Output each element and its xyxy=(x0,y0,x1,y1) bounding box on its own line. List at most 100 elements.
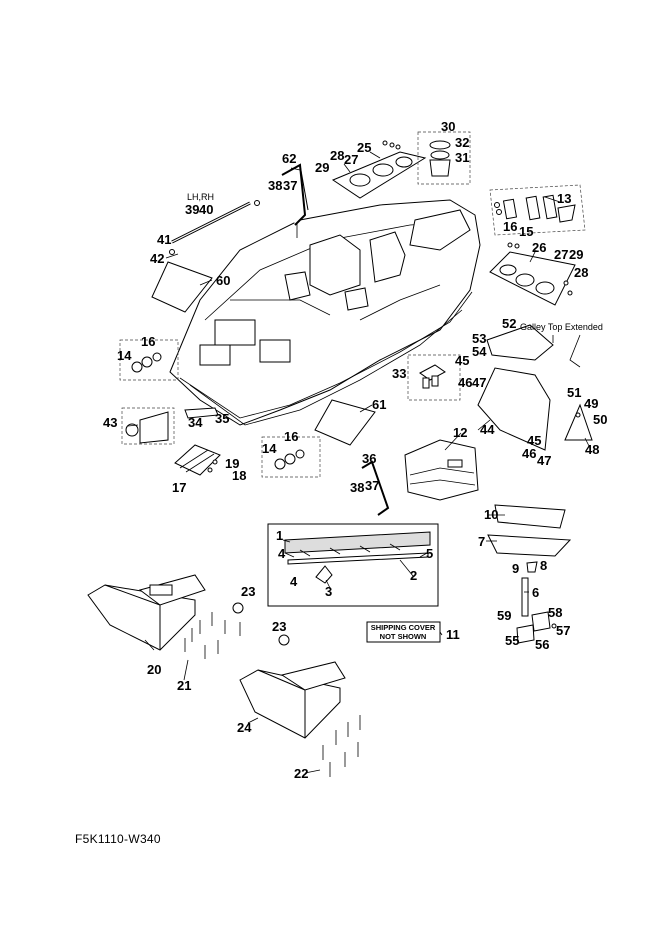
callout-14-lower: 14 xyxy=(262,441,277,456)
label-lhrh: LH,RH xyxy=(187,192,214,202)
callout-47-bottom: 47 xyxy=(537,453,551,468)
callout-34: 34 xyxy=(188,415,203,430)
callout-28-right: 28 xyxy=(574,265,588,280)
trim-tab-24 xyxy=(239,634,346,739)
bolts-21 xyxy=(184,612,241,659)
callout-30: 30 xyxy=(441,119,455,134)
clip-34-35 xyxy=(184,407,219,419)
cover-60 xyxy=(151,261,213,313)
callout-40: 40 xyxy=(199,202,213,217)
callout-1: 1 xyxy=(276,528,283,543)
callout-59: 59 xyxy=(497,608,511,623)
callout-37-top: 37 xyxy=(283,178,297,193)
callout-16-right: 16 xyxy=(503,219,517,234)
plate-10 xyxy=(494,504,566,529)
leader-lines xyxy=(127,151,591,774)
callout-23-lower: 23 xyxy=(272,619,286,634)
callout-28-top: 28 xyxy=(330,148,344,163)
callout-46-bottom: 46 xyxy=(522,446,536,461)
callout-62: 62 xyxy=(282,151,296,166)
callout-3: 3 xyxy=(325,584,332,599)
callout-53: 53 xyxy=(472,331,486,346)
fixture-14-16-lower xyxy=(261,436,321,478)
cup-holder-30-32 xyxy=(417,131,471,185)
callout-43: 43 xyxy=(103,415,117,430)
callout-7: 7 xyxy=(478,534,485,549)
cover-61 xyxy=(314,399,376,446)
fixture-14-16-upper xyxy=(119,339,179,381)
callout-14-upper: 14 xyxy=(117,348,132,363)
callout-50: 50 xyxy=(593,412,607,427)
callout-17: 17 xyxy=(172,480,186,495)
shipping-cover-note: SHIPPING COVER NOT SHOWN xyxy=(366,621,441,643)
callout-9: 9 xyxy=(512,561,519,576)
callout-38-top: 38 xyxy=(268,178,282,193)
callout-47-top: 47 xyxy=(472,375,486,390)
callout-45-bottom: 45 xyxy=(527,433,541,448)
switch-33 xyxy=(407,354,461,401)
callout-33: 33 xyxy=(392,366,406,381)
trim-tab-20 xyxy=(87,574,244,651)
bracket-set-13 xyxy=(489,184,586,236)
callout-29-top: 29 xyxy=(315,160,329,175)
callout-27-top: 27 xyxy=(344,152,358,167)
tray-25 xyxy=(331,140,427,199)
fixture-43 xyxy=(121,407,175,445)
callout-36: 36 xyxy=(362,451,376,466)
galley-44-52 xyxy=(477,324,581,451)
callout-39: 39 xyxy=(185,202,199,217)
callout-41: 41 xyxy=(157,232,171,247)
tray-26 xyxy=(489,242,576,306)
callout-2: 2 xyxy=(410,568,417,583)
callout-60: 60 xyxy=(216,273,230,288)
callout-4-upper: 4 xyxy=(278,546,286,561)
callout-42: 42 xyxy=(150,251,164,266)
figure-code: F5K1110-W340 xyxy=(75,832,161,846)
grab-rail-39-40 xyxy=(165,200,260,259)
callout-6: 6 xyxy=(532,585,539,600)
callout-55: 55 xyxy=(505,633,519,648)
shipping-cover-line1: SHIPPING COVER xyxy=(371,623,436,632)
callout-25: 25 xyxy=(357,140,371,155)
fitting-55-58 xyxy=(516,611,557,644)
callout-22: 22 xyxy=(294,766,308,781)
bracket-48-51 xyxy=(564,403,593,441)
callout-23-upper: 23 xyxy=(241,584,255,599)
callout-11: 11 xyxy=(446,627,460,642)
callout-57: 57 xyxy=(556,623,570,638)
shipping-cover-line2: NOT SHOWN xyxy=(380,632,427,641)
callout-numbers: 30 3 2 31 25 28 27 29 62 38 37 LH,RH 39 4… xyxy=(103,119,607,781)
callout-51: 51 xyxy=(567,385,581,400)
boat-hull-illustration xyxy=(169,199,481,426)
handle-36 xyxy=(361,460,390,516)
callout-16-upper: 16 xyxy=(141,334,155,349)
bolts-22 xyxy=(322,715,361,777)
callout-56: 56 xyxy=(535,637,549,652)
rubrail-group xyxy=(267,523,439,607)
plate-7 xyxy=(487,534,572,557)
callout-58: 58 xyxy=(548,605,562,620)
callout-49: 49 xyxy=(584,396,598,411)
callout-24: 24 xyxy=(237,720,252,735)
callout-35: 35 xyxy=(215,411,229,426)
callout-19: 19 xyxy=(225,456,239,471)
callout-21: 21 xyxy=(177,678,191,693)
callout-44: 44 xyxy=(480,422,495,437)
callout-31: 31 xyxy=(455,150,469,165)
callout-45-top: 45 xyxy=(455,353,469,368)
step-17 xyxy=(174,444,221,476)
callout-12: 12 xyxy=(453,425,467,440)
callout-27-right: 27 xyxy=(554,247,568,262)
callout-37-bottom: 37 xyxy=(365,478,379,493)
callout-20: 20 xyxy=(147,662,161,677)
callout-48: 48 xyxy=(585,442,599,457)
callout-26: 26 xyxy=(532,240,546,255)
callout-16-lower: 16 xyxy=(284,429,298,444)
callout-4-lower: 4 xyxy=(290,574,298,589)
handle-62 xyxy=(281,163,309,238)
callout-10: 10 xyxy=(484,507,498,522)
callout-38-bottom: 38 xyxy=(350,480,364,495)
post-6-9 xyxy=(521,561,538,617)
callout-18: 18 xyxy=(232,468,246,483)
